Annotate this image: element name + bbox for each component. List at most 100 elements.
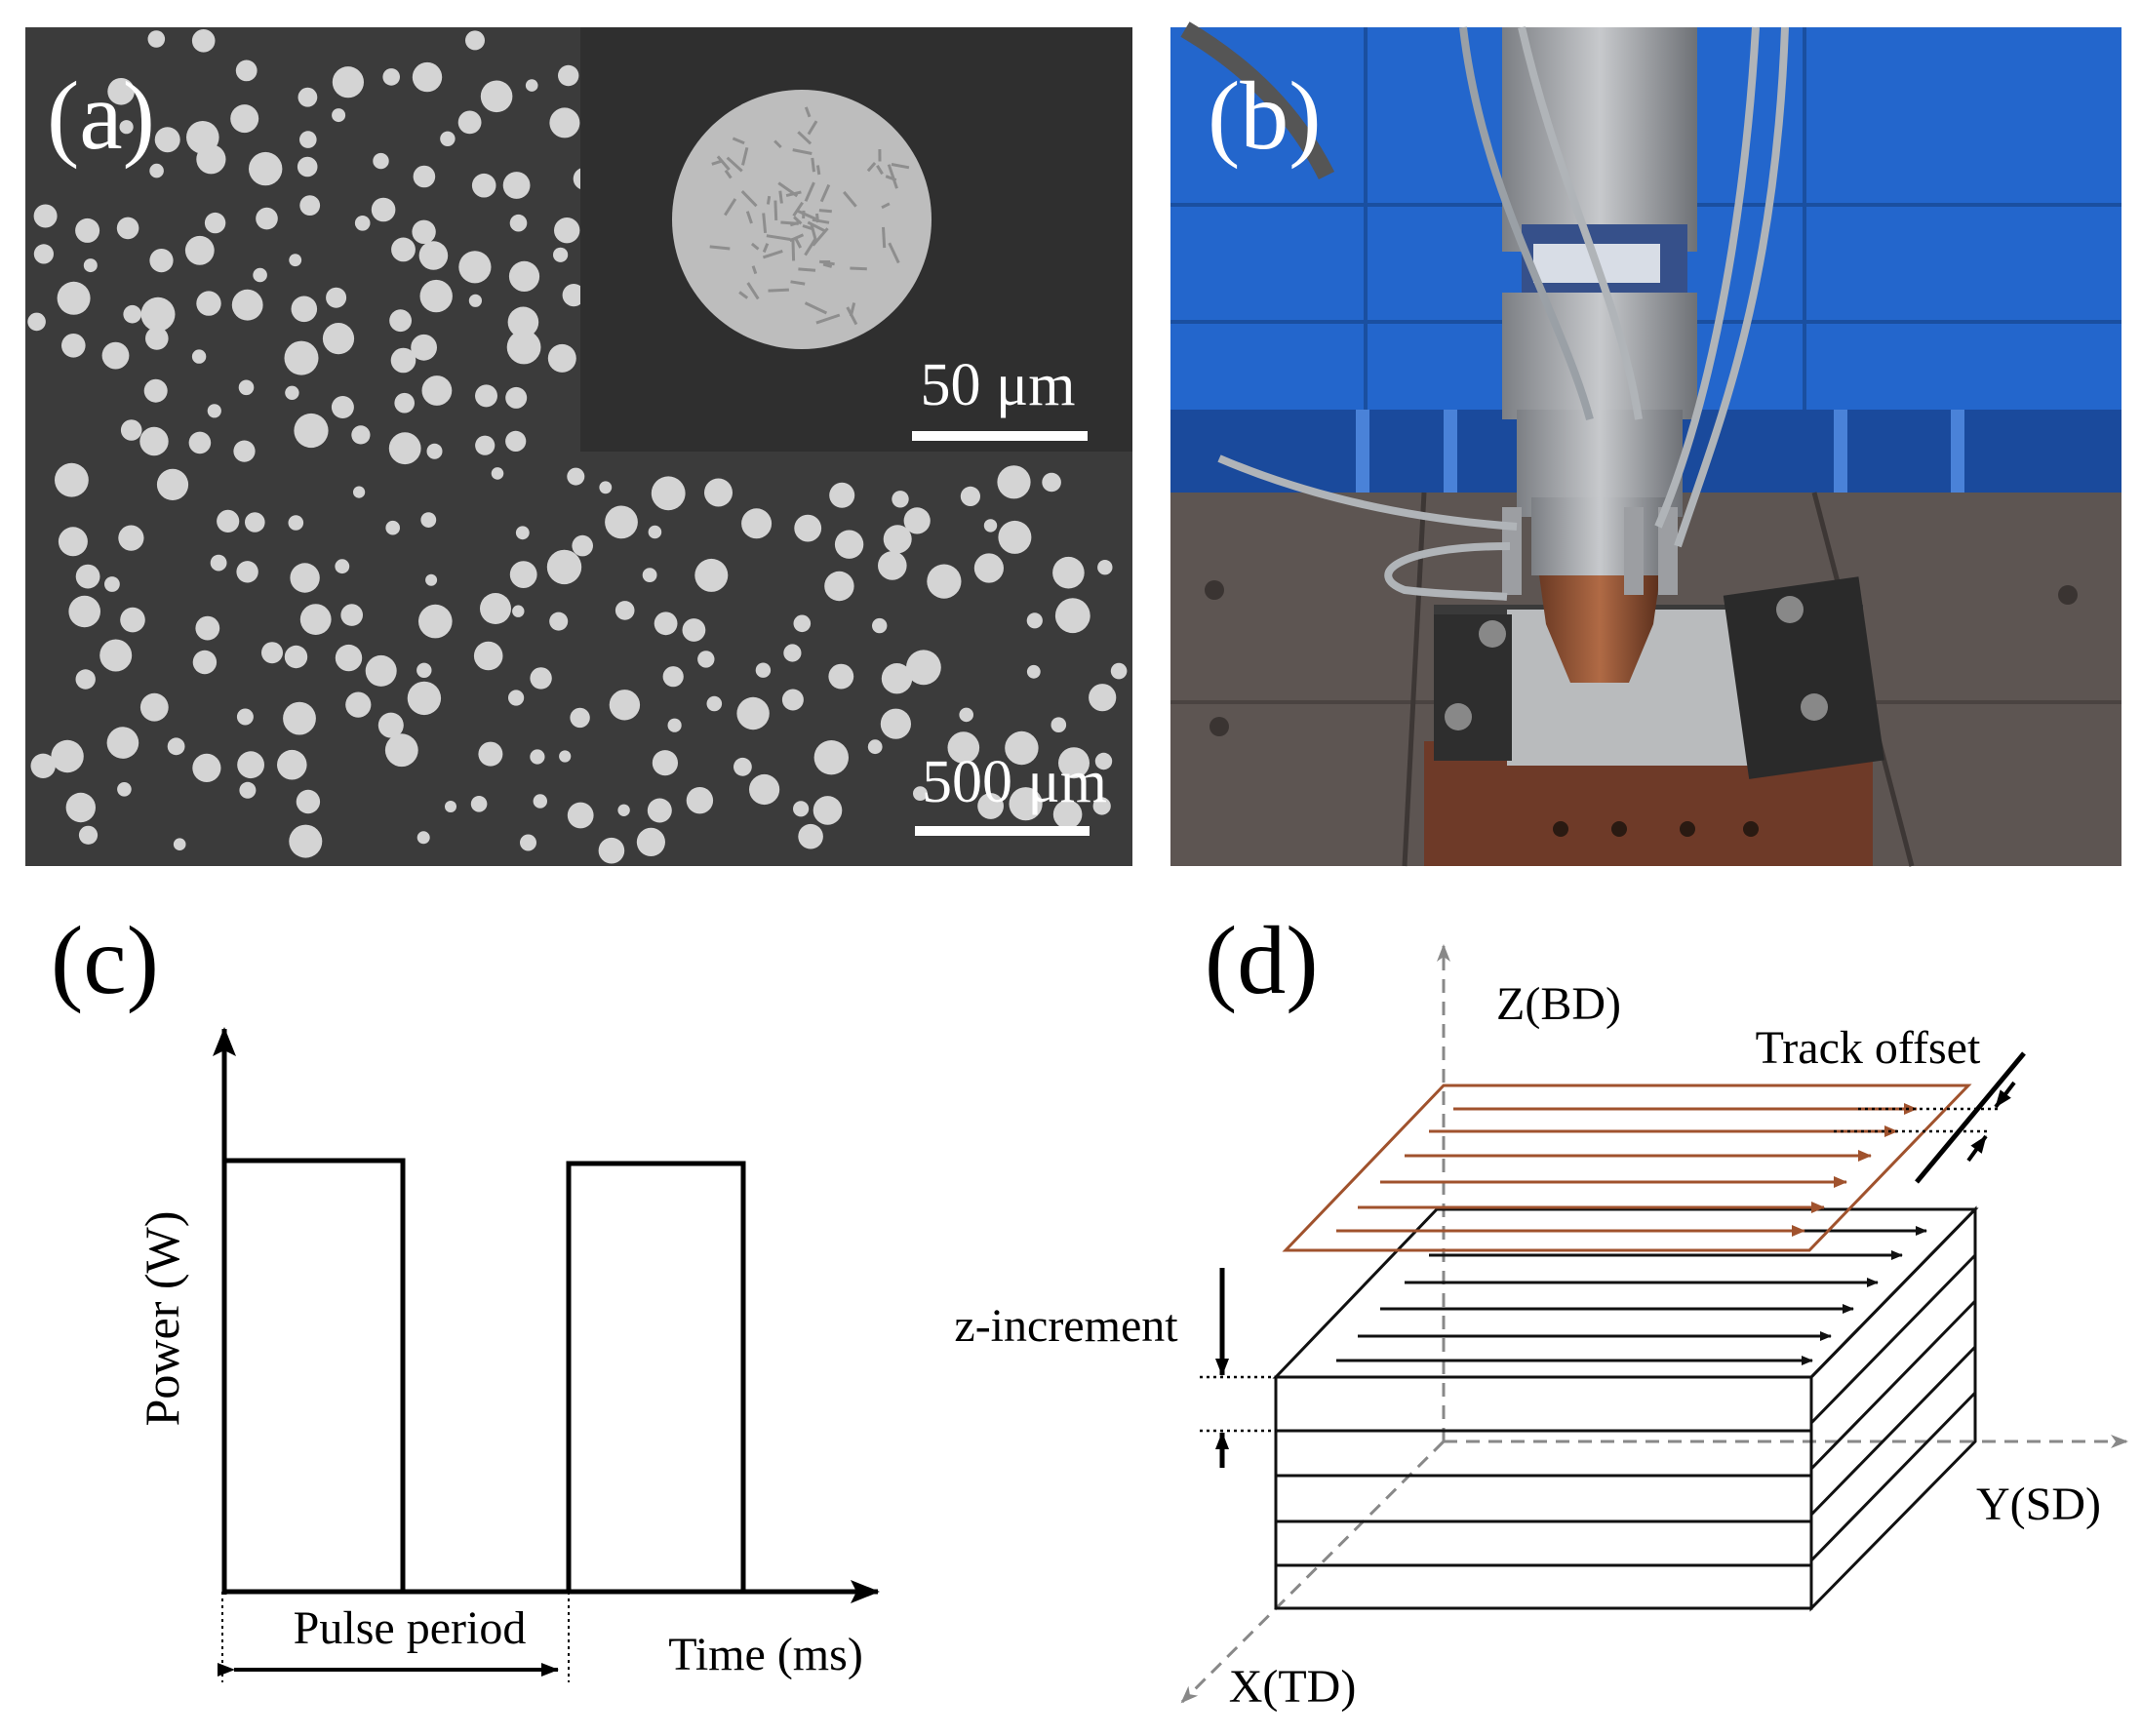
particle [123, 304, 141, 324]
dendrite [766, 234, 791, 241]
dendrite [815, 313, 841, 325]
particle [139, 426, 169, 456]
particle [188, 431, 212, 454]
particle [51, 739, 84, 773]
particle [662, 666, 684, 688]
particle [615, 601, 635, 620]
dendrite [732, 137, 745, 145]
dendrite [792, 148, 813, 155]
dendrite [773, 200, 778, 220]
particle [781, 689, 804, 711]
particle [57, 281, 91, 315]
particle [156, 468, 189, 500]
particle [217, 509, 240, 533]
particle [391, 237, 416, 262]
dendrite [798, 267, 816, 272]
particle [458, 251, 492, 284]
particle [554, 217, 580, 244]
particle [473, 641, 503, 671]
deposition-head [1502, 27, 1697, 683]
particle [509, 561, 537, 588]
particle [793, 801, 810, 817]
particle [736, 696, 770, 730]
particle [353, 486, 366, 498]
particle [120, 419, 142, 441]
particle [704, 478, 733, 507]
particle [1094, 752, 1113, 770]
particle [1054, 598, 1090, 634]
dendrite [790, 280, 806, 286]
particle [30, 753, 56, 778]
particle [332, 66, 364, 99]
block-layers [1276, 1253, 1977, 1567]
particle [236, 708, 254, 726]
block-top-face [1272, 1207, 1979, 1379]
dendrite [804, 181, 815, 202]
z-increment-label: z-increment [954, 1300, 1178, 1352]
particle [418, 241, 449, 270]
particle [297, 156, 318, 178]
inset-particle [672, 90, 932, 349]
particle [371, 197, 396, 222]
particle [468, 294, 482, 307]
particle [413, 165, 436, 188]
particle [196, 144, 226, 175]
particle [506, 330, 541, 365]
particle [512, 605, 525, 617]
particle [475, 384, 497, 408]
particle [354, 216, 371, 231]
dendrite [819, 183, 831, 203]
particle [998, 520, 1032, 554]
dendrite [812, 217, 830, 224]
particle [411, 334, 437, 361]
particle [793, 614, 812, 633]
particle [284, 645, 308, 669]
particle [65, 792, 97, 823]
track-offset-arrow-bottom [1966, 1134, 1988, 1163]
particle [973, 553, 1004, 583]
particle [567, 802, 594, 829]
particle [1005, 730, 1039, 766]
particle [652, 750, 679, 776]
particle [599, 481, 613, 494]
particle [299, 131, 317, 148]
particle [636, 827, 666, 857]
dendrite [709, 245, 731, 251]
particle [881, 663, 913, 694]
particle [147, 30, 166, 48]
particle [388, 432, 421, 465]
particle [530, 749, 545, 765]
particle [145, 327, 169, 350]
particle [872, 617, 888, 634]
particle [749, 773, 780, 806]
particle [421, 375, 453, 406]
panel-c-pulse-diagram [213, 1027, 880, 1682]
particle [654, 612, 678, 636]
particle [465, 30, 485, 51]
particle [892, 491, 909, 508]
particle [119, 120, 134, 135]
dendrite [891, 163, 910, 170]
particle [1092, 797, 1111, 815]
dendrite [746, 282, 760, 300]
particle [903, 507, 931, 534]
particle [794, 514, 822, 542]
particle [233, 440, 256, 462]
particle [418, 604, 453, 639]
particle [244, 512, 265, 533]
particle [256, 207, 278, 230]
particle [117, 782, 132, 797]
particle [1097, 560, 1113, 575]
layer-line-right [1809, 1253, 1977, 1425]
particle [457, 110, 482, 135]
particle [1042, 472, 1061, 493]
particle [520, 834, 536, 851]
particle [299, 195, 321, 217]
dendrite [780, 220, 799, 225]
z-axis-label: Z(BD) [1496, 978, 1621, 1030]
dendrite [716, 155, 731, 171]
particle [58, 527, 88, 557]
particle [154, 127, 180, 153]
dendrite [741, 146, 749, 166]
particle [297, 87, 318, 107]
